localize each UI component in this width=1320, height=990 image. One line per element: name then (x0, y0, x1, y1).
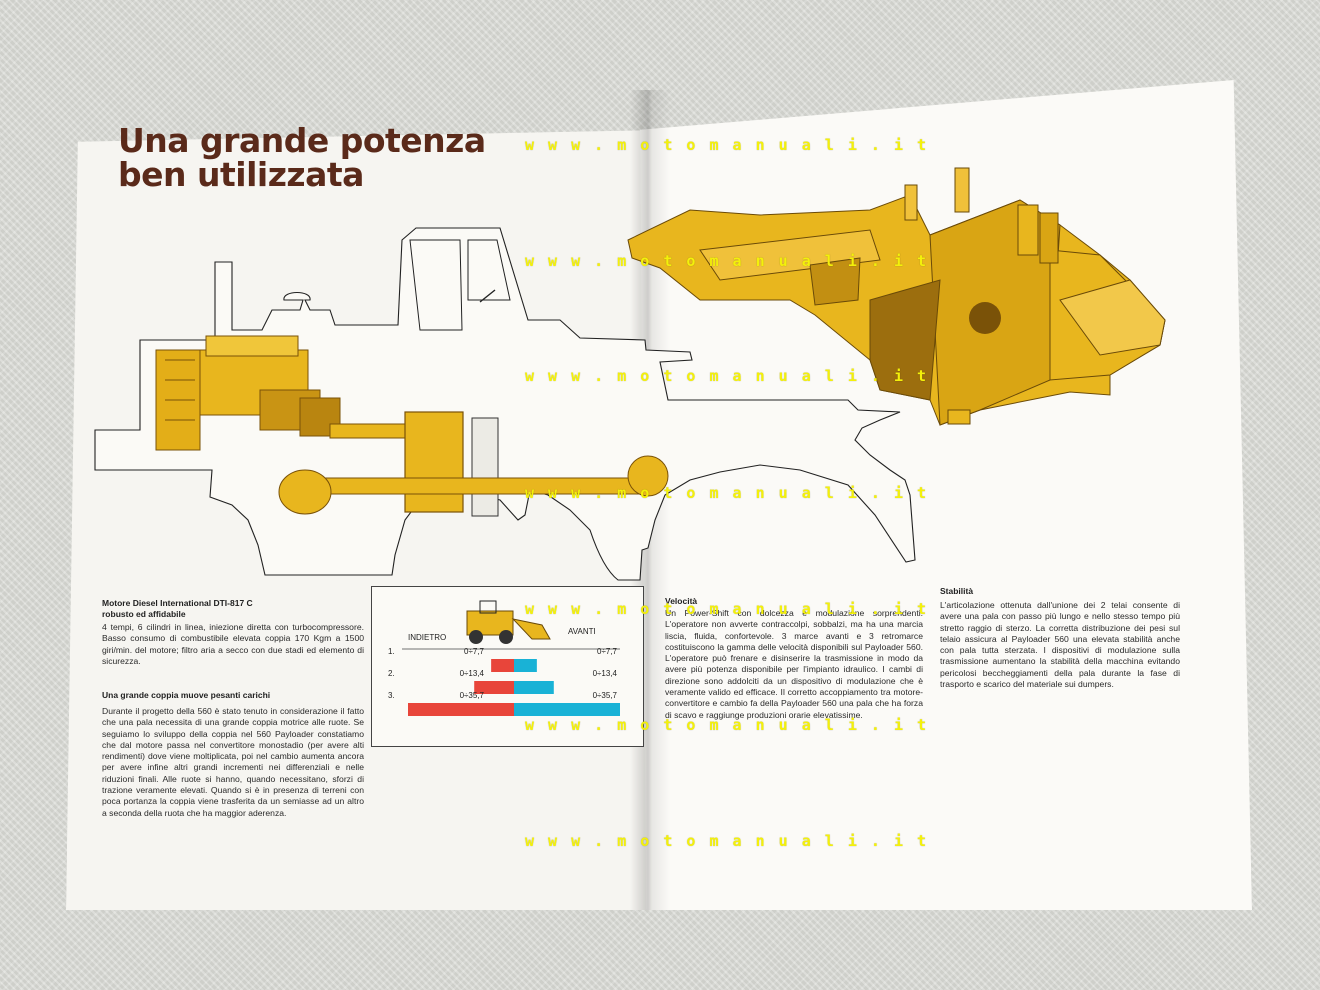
engine-heading: Motore Diesel International DTI-817 C ro… (102, 598, 362, 620)
legend-indietro: INDIETRO (408, 633, 447, 642)
rear-axle (278, 469, 332, 515)
watermark-2: w w w . m o t o m a n u a l i . i t (525, 252, 929, 270)
label-indietro-1: 0÷7,7 (464, 647, 485, 656)
watermark-1: w w w . m o t o m a n u a l i . i t (525, 136, 929, 154)
speed-chart-svg: 1. 0÷7,7 0÷7,7 2. 0÷13,4 0÷13,4 3. 0÷35,7 0÷35,7 (388, 600, 620, 716)
stability-heading: Stabilità (940, 586, 974, 596)
watermark-3: w w w . m o t o m a n u a l i . i t (525, 367, 929, 385)
engine-heading-line-2: robusto ed affidabile (102, 609, 186, 619)
mini-loader-icon (466, 600, 551, 644)
bar-avanti-1 (514, 659, 537, 672)
page-title: Una grande potenza ben utilizzata (118, 124, 518, 192)
label-avanti-2: 0÷13,4 (593, 669, 618, 678)
bar-indietro-3 (408, 703, 514, 716)
front-axle (627, 455, 669, 497)
torque-heading: Una grande coppia muove pesanti carichi (102, 690, 271, 700)
label-indietro-2: 0÷13,4 (460, 669, 485, 678)
watermark-4: w w w . m o t o m a n u a l i . i t (525, 484, 929, 502)
label-avanti-1: 0÷7,7 (597, 647, 618, 656)
speed-body: Un Power-Shift con dolcezza e modulazion… (665, 608, 923, 720)
title-line-1: Una grande potenza (118, 121, 486, 160)
torque-body: Durante il progetto della 560 è stato te… (102, 706, 364, 818)
transmission-box (404, 411, 464, 513)
speed-chart: 1. 0÷7,7 0÷7,7 2. 0÷13,4 0÷13,4 3. 0÷35,7 0÷35,7… (371, 586, 644, 747)
label-indietro-3: 0÷35,7 (460, 691, 485, 700)
bar-avanti-2 (514, 681, 554, 694)
speed-heading: Velocità (665, 596, 698, 606)
bar-avanti-3 (514, 703, 620, 716)
watermark-6: w w w . m o t o m a n u a l i . i t (525, 716, 929, 734)
row-label-3: 3. (388, 691, 395, 700)
row-label-2: 2. (388, 669, 395, 678)
bar-indietro-2 (474, 681, 514, 694)
bar-indietro-1 (491, 659, 514, 672)
driveshaft-rear (329, 423, 411, 439)
frame-pivot-hole (969, 302, 1001, 334)
row-label-1: 1. (388, 647, 395, 656)
watermark-7: w w w . m o t o m a n u a l i . i t (525, 832, 929, 850)
engine-heading-line-1: Motore Diesel International DTI-817 C (102, 598, 253, 608)
watermark-5: w w w . m o t o m a n u a l i . i t (525, 600, 929, 618)
loader-frame (627, 167, 1166, 426)
stability-body: L'articolazione ottenuta dall'unione dei… (940, 600, 1180, 690)
label-avanti-3: 0÷35,7 (593, 691, 618, 700)
title-line-2: ben utilizzata (118, 155, 364, 194)
legend-avanti: AVANTI (568, 627, 596, 636)
engine-body: 4 tempi, 6 cilindri in linea, iniezione … (102, 622, 364, 666)
